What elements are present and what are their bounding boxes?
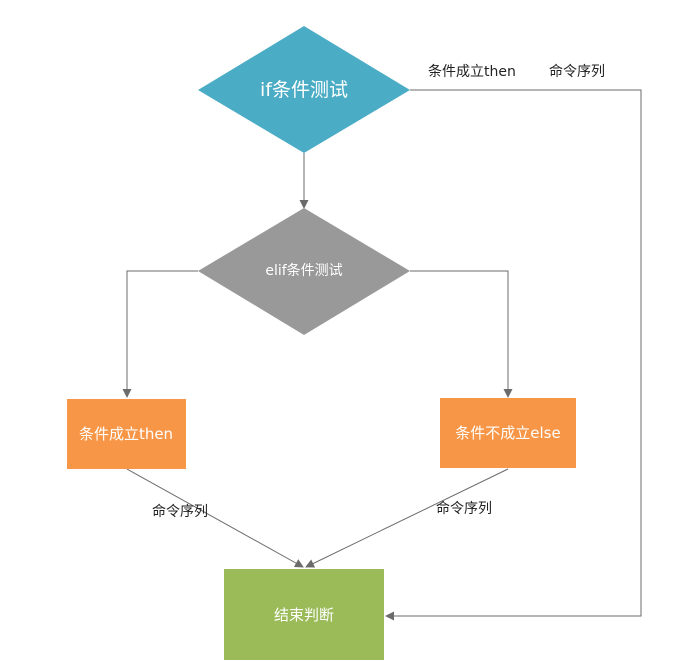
edge-label-if-then-sequence: 命令序列 bbox=[549, 63, 605, 80]
else-process-shape bbox=[440, 398, 576, 468]
then-process-label: 条件成立then bbox=[79, 425, 173, 443]
connector-elif-to-then bbox=[122, 270, 198, 398]
else-process-label: 条件不成立else bbox=[455, 424, 560, 442]
connector-if-to-end bbox=[385, 89, 642, 621]
elif-decision-label: elif条件测试 bbox=[265, 262, 342, 279]
elif-decision-shape bbox=[198, 208, 410, 335]
if-decision-shape bbox=[198, 26, 410, 153]
end-process-shape bbox=[224, 569, 384, 660]
then-process-shape bbox=[67, 399, 186, 469]
end-process-label: 结束判断 bbox=[274, 606, 334, 624]
end-process-node: 结束判断 bbox=[224, 569, 384, 660]
connector-else-to-end bbox=[305, 468, 509, 568]
edge-label-else-sequence: 命令序列 bbox=[436, 500, 492, 517]
then-process-node: 条件成立then bbox=[67, 399, 186, 469]
if-decision-label: if条件测试 bbox=[260, 79, 348, 101]
if-decision-node: if条件测试 bbox=[198, 26, 410, 153]
edge-label-then-sequence: 命令序列 bbox=[152, 503, 208, 520]
connector-elif-to-else bbox=[410, 270, 513, 398]
else-process-node: 条件不成立else bbox=[440, 398, 576, 468]
connector-then-to-end bbox=[126, 468, 304, 568]
edge-label-if-then: 条件成立then bbox=[428, 63, 516, 80]
elif-decision-node: elif条件测试 bbox=[198, 208, 410, 335]
